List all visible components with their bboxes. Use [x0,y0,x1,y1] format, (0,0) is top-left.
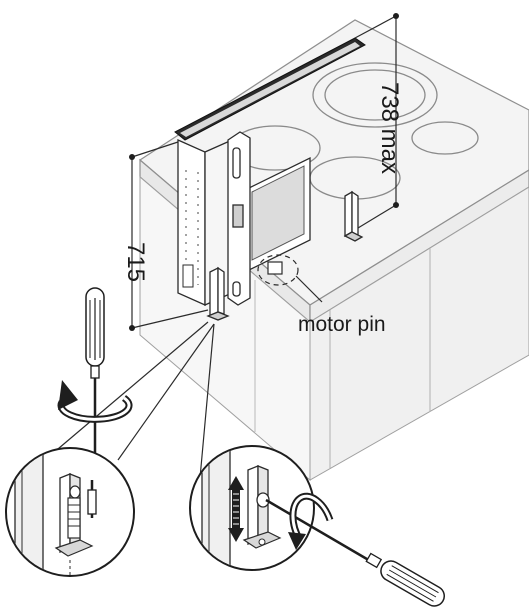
extractor-body [177,138,233,307]
detail-circle-right [189,445,315,571]
worktop-side-edge [309,169,529,324]
detail-circle-left [5,447,135,577]
screwdriver-right [265,498,445,607]
up-down-arrow-icon [228,476,244,542]
rotate-arrow-right-icon [288,492,334,550]
dimension-738-max-label: 738 max [376,82,403,174]
motor-pin-leader [295,275,323,303]
motor-pin-label: motor pin [298,313,386,336]
dimension-738-max [354,13,399,229]
motor-housing [244,156,311,274]
extractor-top [174,37,366,141]
foot-bracket-left [206,266,230,321]
cooking-zone [411,121,479,155]
dimension-715 [129,141,209,331]
rotate-arrow-left-icon [57,380,133,423]
cooking-zone [324,69,426,121]
callout-lines [51,321,215,479]
foot-bracket-right [343,190,364,242]
adjustment-rail [227,131,251,306]
cabinet-side [309,186,529,481]
cooking-zone [312,62,438,128]
motor-pin [257,254,323,303]
dimension-715-label: 715 [122,242,149,282]
